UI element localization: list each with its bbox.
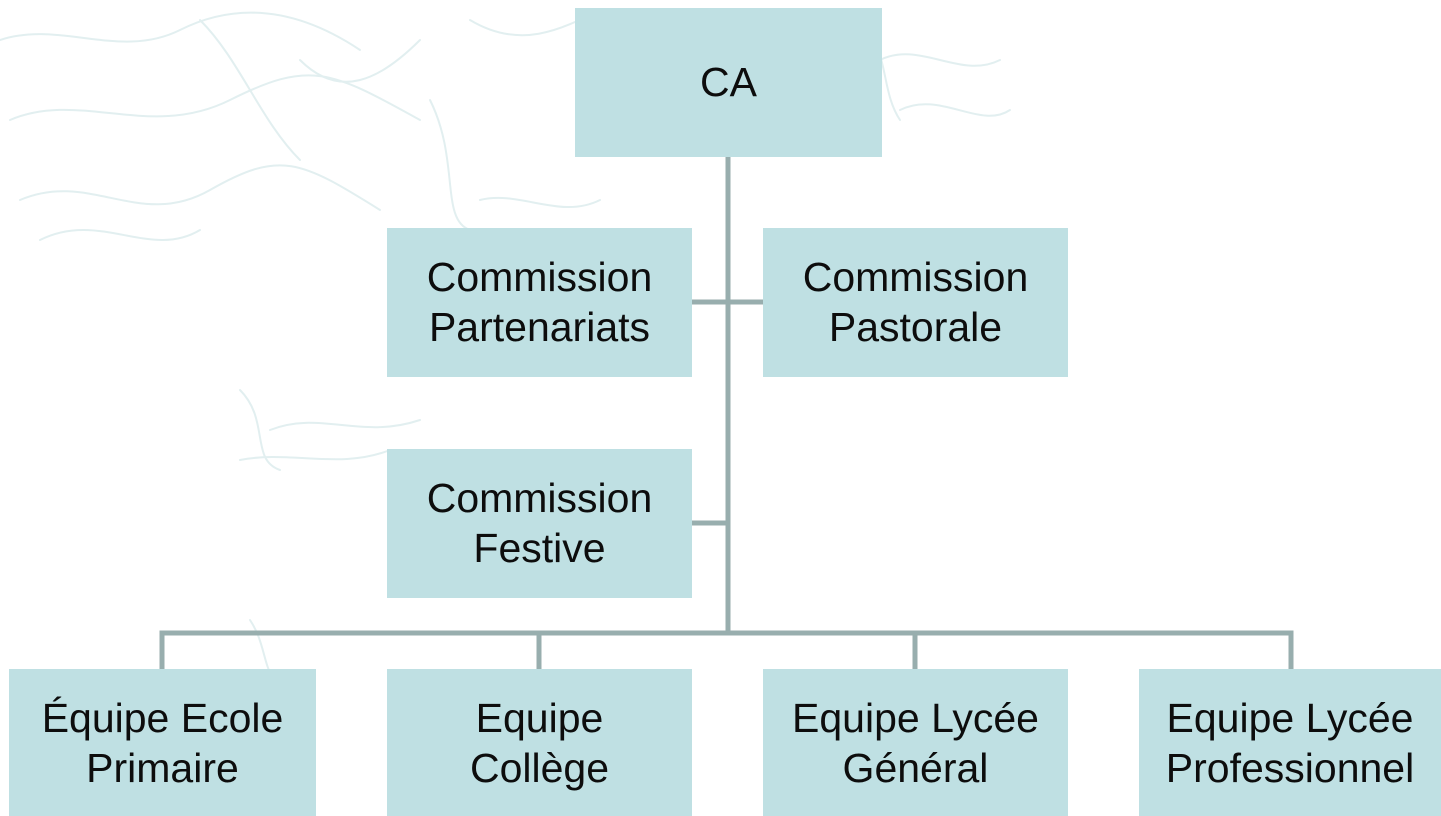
node-ca: CA	[575, 8, 882, 157]
node-ca-label: CA	[700, 58, 757, 105]
